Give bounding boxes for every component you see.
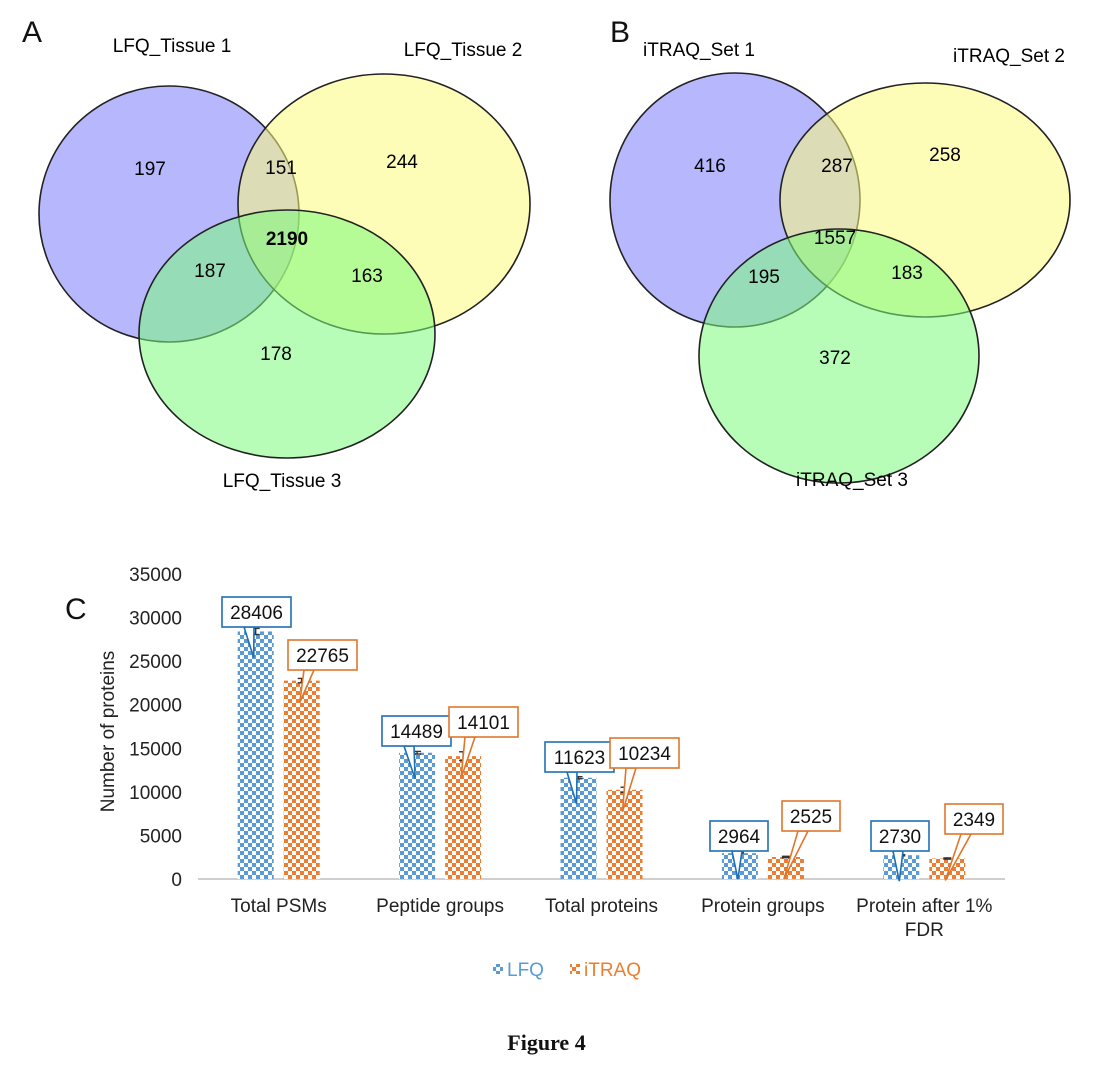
callout-box [944, 803, 1004, 835]
callout-box [381, 715, 452, 747]
venn-set-label-1: iTRAQ_Set 1 [643, 40, 755, 61]
venn-region-value-1-and-2: 287 [821, 156, 853, 177]
data-label-itraq: 2349 [953, 810, 995, 831]
y-tick-label: 25000 [129, 652, 182, 673]
callout-box [448, 706, 519, 738]
callout-box [870, 820, 930, 852]
venn-region-value-only-2: 244 [386, 152, 418, 173]
panel-label-c: C [65, 593, 87, 626]
venn-set-label-3: iTRAQ_Set 3 [796, 470, 908, 491]
y-tick-label: 15000 [129, 739, 182, 760]
legend-swatch-lfq [493, 964, 503, 974]
data-label-itraq: 10234 [618, 744, 671, 765]
bar-chart-c: 0 5000 10000 15000 20000 25000 30000 35000Numbe… [98, 565, 1005, 981]
venn-region-value-only-2: 258 [929, 145, 961, 166]
venn-set-label-2: iTRAQ_Set 2 [953, 46, 1065, 67]
panel-label-b: B [610, 16, 631, 49]
data-label-itraq: 14101 [457, 713, 510, 734]
bar-lfq [560, 777, 597, 879]
y-axis-title: Number of proteins [98, 651, 119, 813]
y-tick-label: 10000 [129, 783, 182, 804]
data-label-itraq: 22765 [296, 646, 349, 667]
data-label-lfq: 28406 [230, 603, 283, 624]
legend-label-itraq: iTRAQ [584, 960, 641, 981]
panel-label-a: A [22, 16, 43, 49]
callout-box [781, 800, 841, 832]
data-label-lfq: 2964 [718, 827, 761, 848]
bar-itraq [445, 756, 482, 879]
venn-region-value-only-3: 178 [260, 344, 292, 365]
bar-itraq [767, 856, 804, 879]
venn-set-label-3: LFQ_Tissue 3 [223, 471, 342, 492]
venn-region-value-1-and-3: 187 [194, 261, 226, 282]
bar-lfq [237, 631, 274, 879]
venn-region-value-2-and-3: 163 [351, 266, 383, 287]
venn-set-label-1: LFQ_Tissue 1 [113, 36, 232, 57]
x-tick-label: FDR [905, 920, 944, 941]
venn-region-value-only-3: 372 [819, 348, 851, 369]
x-tick-label: Protein after 1% [856, 896, 992, 917]
callout-box [221, 596, 292, 628]
x-tick-label: Total PSMs [231, 896, 327, 917]
figure-caption: Figure 4 [507, 1030, 586, 1055]
bar-lfq [399, 752, 436, 879]
venn-region-value-all-three: 1557 [814, 228, 856, 249]
y-tick-label: 30000 [129, 609, 182, 630]
y-tick-label: 0 [171, 870, 182, 891]
legend-swatch-itraq [570, 964, 580, 974]
venn-region-value-only-1: 416 [694, 156, 726, 177]
data-label-itraq: 2525 [790, 807, 832, 828]
legend-label-lfq: LFQ [507, 960, 544, 981]
bar-itraq [929, 858, 966, 879]
callout-box [287, 639, 358, 671]
x-tick-label: Protein groups [701, 896, 825, 917]
venn-set-circle-3 [138, 209, 436, 459]
callout-box [609, 737, 680, 769]
venn-diagram-a: LFQ_Tissue 1 LFQ_Tissue 2 LFQ_Tissue 3 197 2… [38, 36, 531, 492]
data-label-lfq: 11623 [554, 748, 605, 769]
venn-diagram-b: iTRAQ_Set 1 iTRAQ_Set 2 iTRAQ_Set 3 416 258 3… [609, 40, 1071, 491]
x-tick-label: Total proteins [545, 896, 658, 917]
venn-region-value-all-three: 2190 [266, 229, 308, 250]
venn-region-value-1-and-2: 151 [265, 158, 297, 179]
callout-box [709, 820, 769, 852]
y-tick-label: 5000 [140, 826, 182, 847]
data-label-lfq: 14489 [390, 722, 443, 743]
data-label-lfq: 2730 [879, 827, 921, 848]
venn-region-value-2-and-3: 183 [891, 263, 923, 284]
bar-itraq [283, 680, 320, 879]
y-tick-label: 20000 [129, 696, 182, 717]
venn-region-value-only-1: 197 [134, 159, 166, 180]
venn-set-circle-3 [698, 228, 980, 484]
venn-set-label-2: LFQ_Tissue 2 [404, 40, 523, 61]
x-tick-label: Peptide groups [376, 896, 504, 917]
venn-region-value-1-and-3: 195 [748, 267, 780, 288]
y-tick-label: 35000 [129, 565, 182, 586]
